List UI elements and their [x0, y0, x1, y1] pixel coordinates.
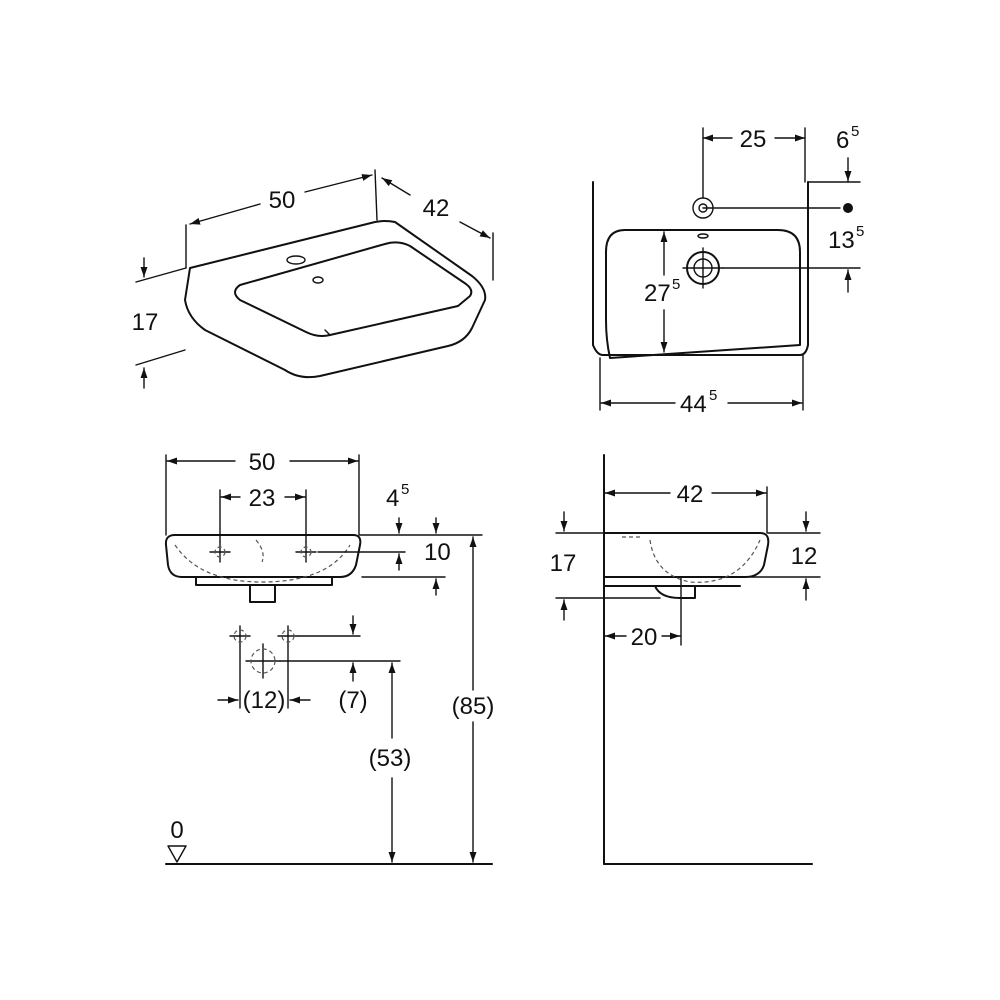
basin-front-pedestal: [195, 576, 333, 586]
fixing-spacing-label: 23: [249, 485, 276, 512]
overflow-label: 13: [828, 227, 855, 254]
basin-front-outline: [164, 534, 362, 578]
waste-offset-label: 20: [631, 624, 658, 651]
basin-inner-bowl: [234, 241, 473, 337]
side-view: 42 17 12 20: [550, 454, 821, 865]
side-waste-outlet: [654, 585, 696, 599]
perspective-view: 50 42 17: [132, 169, 494, 389]
fixing-mark: [300, 546, 312, 558]
tap-offset-label: 25: [740, 126, 767, 153]
side-height-label: 17: [550, 550, 577, 577]
bowl-hidden-line: [174, 544, 351, 583]
rim-label: 4: [386, 485, 399, 512]
basin-side-outline: [603, 532, 770, 578]
tap-hole: [286, 255, 306, 265]
side-bowl-height-label: 12: [791, 543, 818, 570]
top-view: 25 6 5 13 5 27 5 44 5: [592, 123, 864, 418]
floor-marker: [167, 845, 187, 863]
persp-height-label: 17: [132, 309, 159, 336]
ext-line: [374, 169, 378, 221]
basin-side-base: [603, 576, 741, 587]
supply-mark: [233, 629, 247, 643]
supply-spacing-label: (12): [243, 687, 286, 714]
floor-label: 0: [170, 817, 183, 844]
tap-centre-dot: [843, 203, 853, 213]
bowl-width-label: 44: [680, 391, 707, 418]
side-bowl-hidden: [649, 539, 761, 583]
bowl-width-sup: 5: [709, 387, 717, 404]
persp-width-label: 50: [269, 187, 296, 214]
overflow-hidden: [255, 539, 264, 563]
waste-mark: [250, 648, 276, 674]
basin-top-outline: [592, 181, 809, 356]
dim-line: [304, 174, 373, 193]
overflow-slot: [697, 233, 709, 239]
fixing-mark: [214, 546, 226, 558]
fixing-height-label: 10: [424, 539, 451, 566]
supply-mark: [281, 629, 295, 643]
supply-offset-label: (7): [338, 687, 367, 714]
overflow-sup: 5: [856, 223, 864, 240]
ext-line: [135, 349, 186, 366]
basin-drain-lip: [324, 329, 331, 336]
waste-outlet: [249, 584, 276, 603]
front-view: 50 23 4 5 10 (7): [164, 449, 495, 865]
dim-line: [459, 221, 491, 239]
waste-height-label: (53): [369, 745, 412, 772]
side-depth-label: 42: [677, 481, 704, 508]
basin-outline: [184, 220, 487, 379]
basin-top-bowl: [605, 229, 801, 359]
bowl-depth-sup: 5: [672, 276, 680, 293]
tap-edge-label: 6: [836, 127, 849, 154]
dim-line: [189, 203, 261, 225]
front-width-label: 50: [249, 449, 276, 476]
persp-depth-label: 42: [423, 195, 450, 222]
dim-line: [381, 177, 411, 196]
tap-edge-sup: 5: [851, 123, 859, 140]
rim-sup: 5: [401, 481, 409, 498]
mount-height-label: (85): [452, 693, 495, 720]
overflow-hole: [312, 276, 324, 284]
ext-line: [135, 267, 187, 283]
bowl-depth-label: 27: [644, 280, 671, 307]
